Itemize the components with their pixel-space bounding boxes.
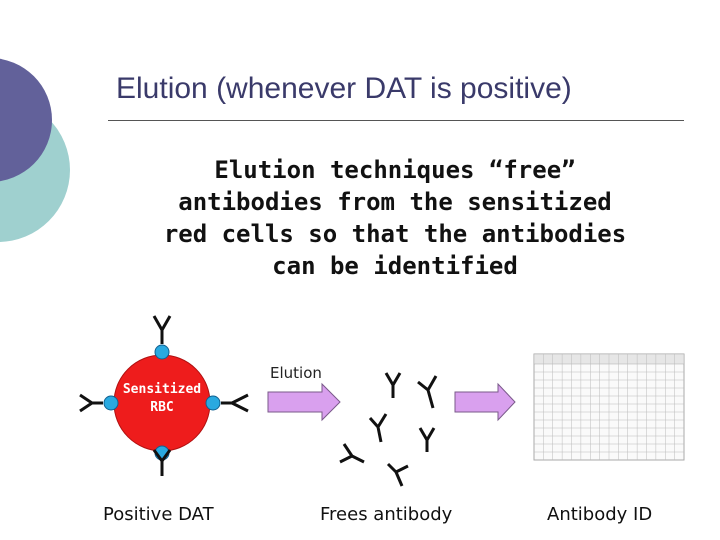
elution-label: Elution bbox=[270, 364, 322, 382]
antigen-right bbox=[205, 395, 221, 411]
caption-antibody-id: Antibody ID bbox=[547, 504, 653, 525]
free-antibody-2 bbox=[417, 375, 438, 409]
antibody-bottom bbox=[152, 449, 172, 476]
body-line-1: Elution techniques “free” bbox=[214, 156, 576, 184]
free-antibody-6 bbox=[386, 462, 409, 487]
panel-grid bbox=[534, 354, 684, 460]
caption-frees-antibody: Frees antibody bbox=[320, 504, 453, 525]
body-line-4: can be identified bbox=[272, 252, 518, 280]
identification-arrow bbox=[454, 382, 516, 422]
antibody-left bbox=[79, 393, 103, 413]
caption-positive-dat: Positive DAT bbox=[103, 504, 214, 525]
rbc-label-line-1: Sensitized bbox=[122, 382, 202, 397]
body-line-3: red cells so that the antibodies bbox=[163, 220, 627, 248]
free-antibody-4 bbox=[418, 427, 436, 452]
decorative-circles bbox=[0, 58, 70, 242]
antigen-left bbox=[103, 395, 119, 411]
free-antibody-3 bbox=[368, 413, 388, 443]
body-line-2: antibodies from the sensitized bbox=[178, 188, 612, 216]
elution-arrow bbox=[267, 382, 341, 422]
free-antibodies bbox=[339, 372, 438, 487]
antibody-top bbox=[152, 315, 172, 344]
sensitized-rbc bbox=[79, 315, 249, 476]
rbc-label: Sensitized RBC bbox=[112, 381, 212, 417]
title-divider bbox=[108, 120, 684, 121]
antibody-id-panel bbox=[533, 353, 685, 461]
slide-body: Elution techniques “free” antibodies fro… bbox=[120, 154, 670, 282]
free-antibody-1 bbox=[384, 372, 402, 398]
purple-decor-circle bbox=[0, 58, 52, 182]
antibody-right bbox=[221, 393, 249, 413]
slide-title: Elution (whenever DAT is positive) bbox=[116, 72, 572, 105]
antigen-top bbox=[154, 344, 170, 360]
free-antibody-5 bbox=[339, 443, 365, 464]
rbc-label-line-2: RBC bbox=[150, 400, 174, 415]
